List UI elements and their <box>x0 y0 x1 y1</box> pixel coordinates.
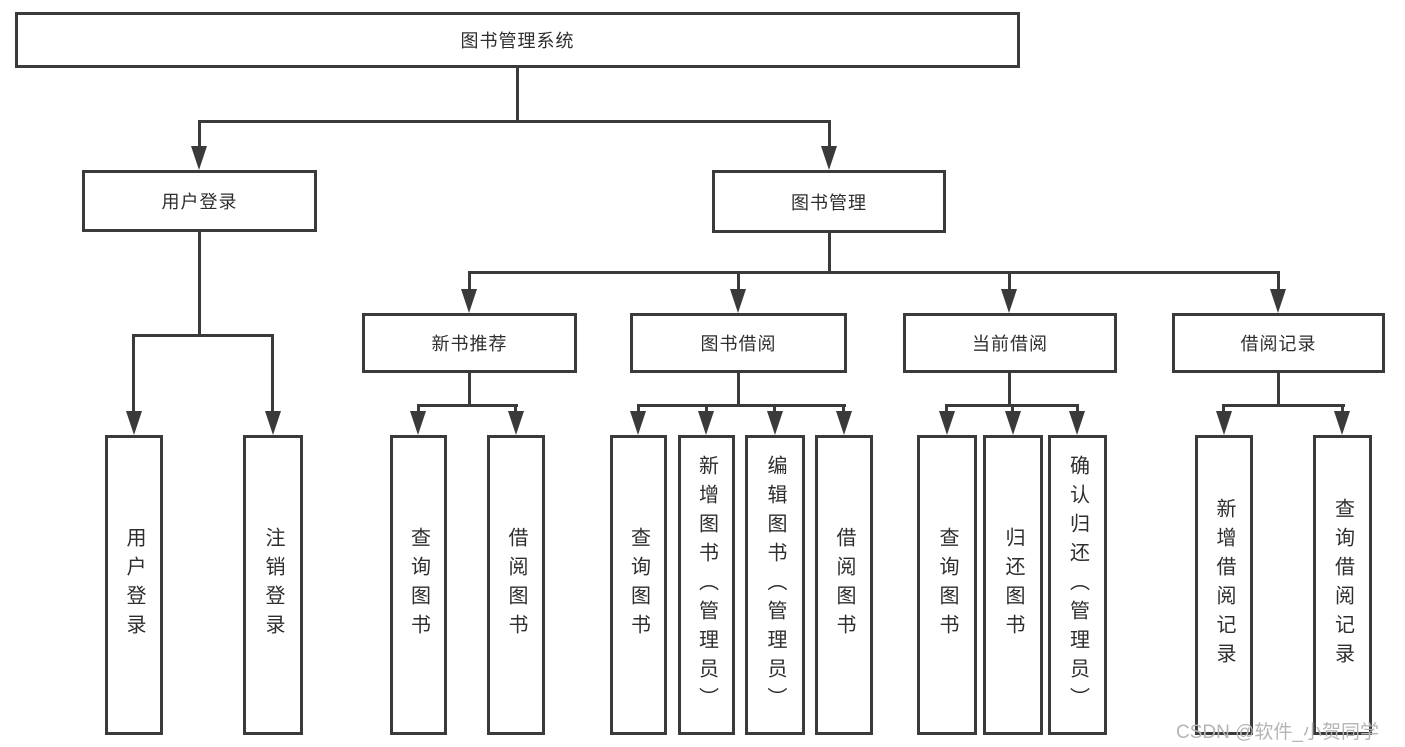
arrowhead-icon <box>191 146 207 170</box>
node-label: 新书推荐 <box>431 334 508 354</box>
node-user-login: 用户登录 <box>82 170 317 232</box>
arrowhead-icon <box>1334 411 1350 435</box>
connector-drop-current-borrow <box>1008 271 1011 293</box>
node-label: 借阅记录 <box>1240 334 1317 354</box>
connector-br-bus <box>1224 404 1345 407</box>
arrowhead-icon <box>265 411 281 435</box>
node-current-borrow: 当前借阅 <box>903 313 1117 373</box>
arrowhead-icon <box>1069 411 1085 435</box>
connector-drop-borrow-records <box>1277 271 1280 293</box>
leaf-label: 新增图书（管理员） <box>695 454 718 716</box>
connector-drop-leaf <box>1341 404 1344 414</box>
connector-nb-stem <box>468 373 471 407</box>
leaf-label: 查询图书 <box>407 527 430 643</box>
arrowhead-icon <box>1005 411 1021 435</box>
arrowhead-icon <box>698 411 714 435</box>
arrowhead-icon <box>1270 289 1286 313</box>
leaf-add-books-admin: 新增图书（管理员） <box>678 435 735 735</box>
connector-drop-leaf <box>1011 404 1014 414</box>
leaf-label: 借阅图书 <box>505 527 527 643</box>
leaf-label: 查询图书 <box>936 527 958 643</box>
leaf-borrow-books-recommend: 借阅图书 <box>487 435 545 735</box>
leaf-label: 借阅图书 <box>833 527 855 643</box>
connector-bb-bus <box>637 404 846 407</box>
leaf-label: 查询图书 <box>627 527 650 643</box>
node-book-borrow: 图书借阅 <box>630 313 847 373</box>
arrowhead-icon <box>461 289 477 313</box>
connector-drop-leaf <box>773 404 776 414</box>
connector-nb-bus <box>417 404 518 407</box>
connector-drop-leaf <box>417 404 420 414</box>
arrowhead-icon <box>821 146 837 170</box>
node-label: 图书借阅 <box>700 334 777 354</box>
leaf-label: 用户登录 <box>123 527 145 643</box>
connector-root-bus <box>198 120 831 123</box>
node-root-library-system: 图书管理系统 <box>15 12 1020 68</box>
leaf-query-books-recommend: 查询图书 <box>390 435 447 735</box>
node-new-book-recommend: 新书推荐 <box>362 313 577 373</box>
node-label: 用户登录 <box>161 192 238 212</box>
connector-drop-leaf <box>132 334 135 414</box>
arrowhead-icon <box>730 289 746 313</box>
connector-bm-stem <box>828 233 831 274</box>
connector-drop-leaf <box>637 404 640 414</box>
connector-drop-leaf <box>271 334 274 414</box>
leaf-label: 确认归还（管理员） <box>1066 454 1089 716</box>
connector-drop-leaf <box>705 404 708 414</box>
connector-root-stem <box>516 68 519 123</box>
leaf-edit-books-admin: 编辑图书（管理员） <box>745 435 805 735</box>
leaf-query-books-current: 查询图书 <box>917 435 977 735</box>
connector-bm-bus <box>468 271 1280 274</box>
node-label: 图书管理系统 <box>460 31 575 51</box>
leaf-confirm-return-admin: 确认归还（管理员） <box>1048 435 1107 735</box>
leaf-logout: 注销登录 <box>243 435 303 735</box>
arrowhead-icon <box>836 411 852 435</box>
connector-drop-new-book <box>468 271 471 293</box>
connector-drop-user-login <box>198 120 201 150</box>
connector-cb-stem <box>1008 373 1011 407</box>
node-book-management: 图书管理 <box>712 170 946 233</box>
connector-ul-bus <box>132 334 274 337</box>
node-label: 图书管理 <box>791 192 867 213</box>
connector-drop-leaf <box>514 404 517 414</box>
arrowhead-icon <box>1001 289 1017 313</box>
arrowhead-icon <box>1216 411 1232 435</box>
leaf-label: 编辑图书（管理员） <box>764 454 786 716</box>
leaf-user-login: 用户登录 <box>105 435 163 735</box>
leaf-borrow-books: 借阅图书 <box>815 435 873 735</box>
arrowhead-icon <box>939 411 955 435</box>
connector-drop-leaf <box>945 404 948 414</box>
csdn-watermark: CSDN @软件_小贺同学 <box>1176 722 1379 743</box>
leaf-label: 查询借阅记录 <box>1331 498 1354 672</box>
arrowhead-icon <box>630 411 646 435</box>
connector-drop-book-borrow <box>737 271 740 293</box>
connector-br-stem <box>1277 373 1280 407</box>
arrowhead-icon <box>410 411 426 435</box>
leaf-return-books: 归还图书 <box>983 435 1043 735</box>
leaf-label: 归还图书 <box>1002 527 1024 643</box>
leaf-label: 注销登录 <box>262 527 284 643</box>
connector-drop-leaf <box>842 404 845 414</box>
leaf-add-borrow-record: 新增借阅记录 <box>1195 435 1253 735</box>
connector-bb-stem <box>737 373 740 407</box>
node-borrow-records: 借阅记录 <box>1172 313 1385 373</box>
leaf-label: 新增借阅记录 <box>1213 498 1235 672</box>
arrowhead-icon <box>767 411 783 435</box>
node-label: 当前借阅 <box>972 334 1048 354</box>
connector-drop-leaf <box>1076 404 1079 414</box>
leaf-query-books-borrow: 查询图书 <box>610 435 667 735</box>
leaf-query-borrow-record: 查询借阅记录 <box>1313 435 1372 735</box>
arrowhead-icon <box>126 411 142 435</box>
arrowhead-icon <box>508 411 524 435</box>
connector-drop-book-management <box>828 120 831 150</box>
connector-ul-stem <box>198 232 201 337</box>
connector-drop-leaf <box>1222 404 1225 414</box>
